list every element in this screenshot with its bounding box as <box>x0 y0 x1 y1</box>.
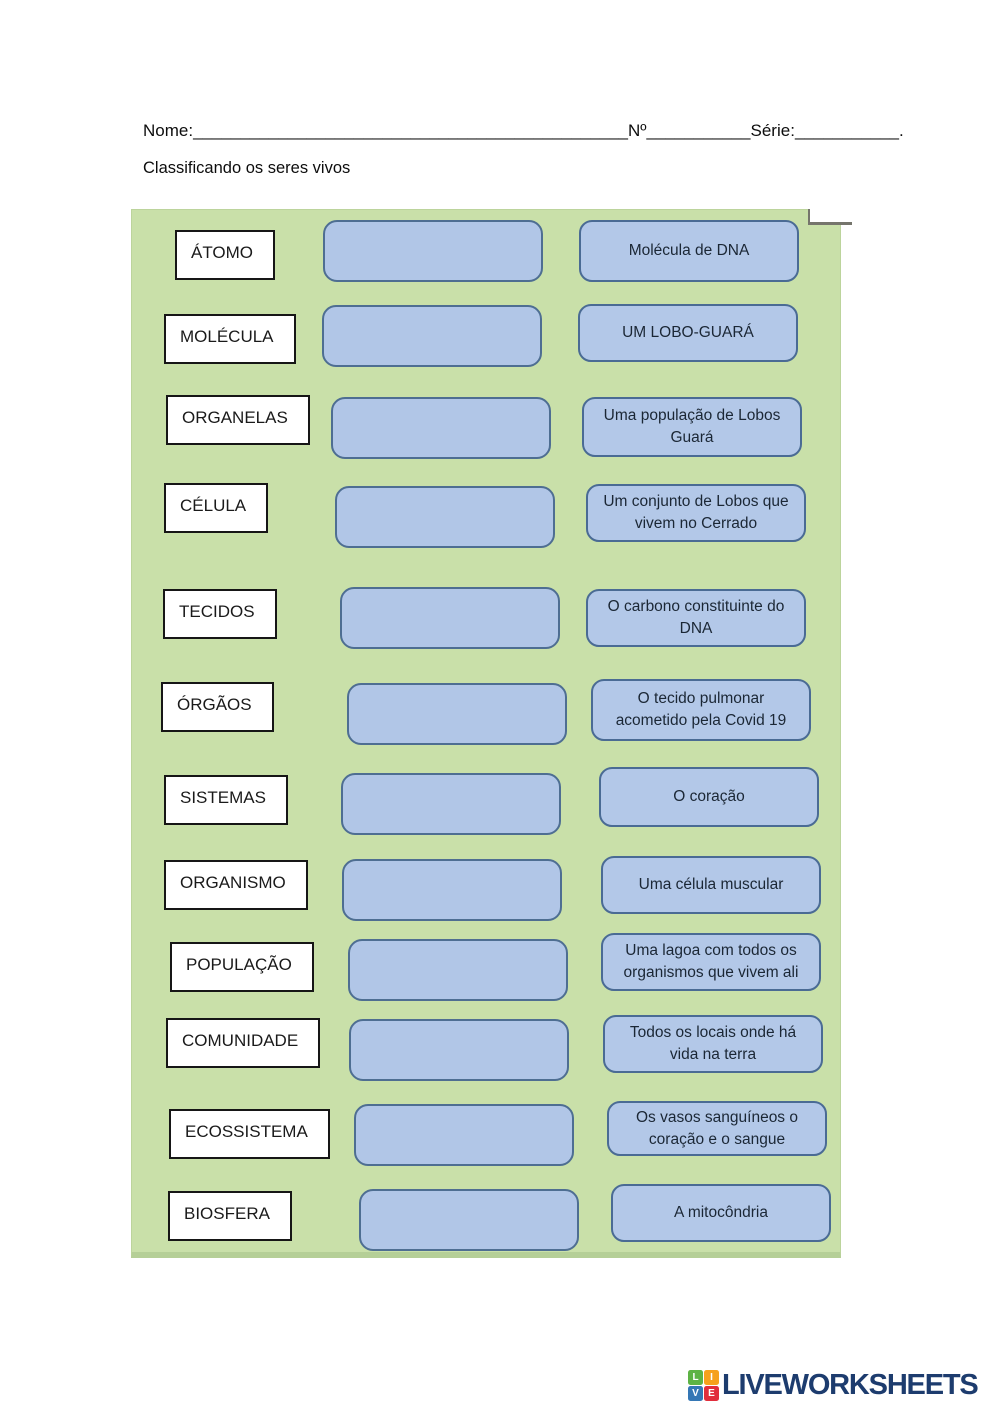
term-box-celula: CÉLULA <box>164 483 269 533</box>
term-label: CÉLULA <box>180 496 247 515</box>
answer-text: O carbono constituinte do DNA <box>607 598 785 637</box>
term-box-tecidos: TECIDOS <box>163 589 277 639</box>
answer-text: Molécula de DNA <box>628 242 750 259</box>
drop-zone[interactable] <box>347 683 567 745</box>
term-label: ECOSSISTEMA <box>185 1122 308 1141</box>
term-label: COMUNIDADE <box>182 1031 299 1050</box>
page-corner-notch <box>808 209 852 225</box>
number-label: Nº <box>628 121 647 140</box>
term-box-comunidade: COMUNIDADE <box>166 1018 321 1068</box>
header-line: Nome:___________________________________… <box>143 121 904 141</box>
logo-tile-e: E <box>704 1386 719 1401</box>
term-label: ÁTOMO <box>191 243 254 262</box>
term-label: ÓRGÃOS <box>177 695 252 714</box>
term-label: BIOSFERA <box>184 1204 270 1223</box>
term-box-molecula: MOLÉCULA <box>164 314 296 364</box>
term-label: MOLÉCULA <box>180 327 274 346</box>
drop-zone[interactable] <box>331 397 551 459</box>
drop-zone[interactable] <box>323 220 543 282</box>
term-label: ORGANELAS <box>182 408 288 427</box>
answer-card[interactable]: Uma população de Lobos Guará <box>582 397 802 457</box>
answer-card[interactable]: Todos os locais onde há vida na terra <box>603 1015 823 1073</box>
name-blank-line: ________________________________________… <box>193 121 628 140</box>
serie-blank-line: ___________ <box>794 121 899 140</box>
answer-text: O coração <box>673 788 745 805</box>
drop-zone[interactable] <box>340 587 560 649</box>
answer-card[interactable]: Um conjunto de Lobos que vivem no Cerrad… <box>586 484 806 542</box>
term-label: POPULAÇÃO <box>186 955 292 974</box>
drop-zone[interactable] <box>348 939 568 1001</box>
term-box-sistemas: SISTEMAS <box>164 775 288 825</box>
answer-text: A mitocôndria <box>674 1204 768 1221</box>
drop-zone[interactable] <box>359 1189 579 1251</box>
number-blank-line: ___________ <box>646 121 751 140</box>
answer-text: Um conjunto de Lobos que vivem no Cerrad… <box>603 493 789 532</box>
drop-zone[interactable] <box>322 305 542 367</box>
logo-tile-v: V <box>688 1386 703 1401</box>
name-label: Nome: <box>143 121 194 140</box>
term-box-organismo: ORGANISMO <box>164 860 308 910</box>
term-box-populacao: POPULAÇÃO <box>170 942 314 992</box>
page-title: Classificando os seres vivos <box>143 159 351 177</box>
period: . <box>898 121 904 140</box>
answer-text: UM LOBO-GUARÁ <box>622 324 754 341</box>
drop-zone[interactable] <box>342 859 562 921</box>
answer-text: O tecido pulmonar acometido pela Covid 1… <box>615 690 787 729</box>
term-box-orgaos: ÓRGÃOS <box>161 682 274 732</box>
drop-zone[interactable] <box>335 486 555 548</box>
answer-card[interactable]: O tecido pulmonar acometido pela Covid 1… <box>591 679 811 741</box>
logo-tile-l: L <box>688 1370 703 1385</box>
drop-zone[interactable] <box>354 1104 574 1166</box>
term-box-atomo: ÁTOMO <box>175 230 276 280</box>
liveworksheets-wordmark: LIVEWORKSHEETS <box>722 1369 979 1401</box>
answer-text: Os vasos sanguíneos o coração e o sangue <box>636 1108 798 1148</box>
liveworksheets-logo[interactable]: L I V E LIVEWORKSHEETS <box>688 1369 979 1401</box>
answer-card[interactable]: O carbono constituinte do DNA <box>586 589 806 647</box>
answer-card[interactable]: Uma lagoa com todos os organismos que vi… <box>601 933 821 991</box>
answer-card[interactable]: Uma célula muscular <box>601 856 821 914</box>
answer-card[interactable]: Os vasos sanguíneos o coração e o sangue <box>607 1101 827 1156</box>
serie-label: Série: <box>750 121 795 140</box>
liveworksheets-icon: L I V E <box>688 1370 719 1401</box>
term-box-biosfera: BIOSFERA <box>168 1191 292 1241</box>
answer-text: Uma população de Lobos Guará <box>603 407 781 446</box>
drop-zone[interactable] <box>341 773 561 835</box>
answer-card[interactable]: Molécula de DNA <box>579 220 799 282</box>
term-label: SISTEMAS <box>180 788 266 807</box>
answer-card[interactable]: O coração <box>599 767 819 827</box>
term-box-ecossistema: ECOSSISTEMA <box>169 1109 330 1159</box>
drop-zone[interactable] <box>349 1019 569 1081</box>
term-label: ORGANISMO <box>180 873 286 892</box>
term-box-organelas: ORGANELAS <box>166 395 310 445</box>
worksheet-panel: ÁTOMO Molécula de DNA MOLÉCULA UM LOBO-G… <box>131 209 852 1258</box>
logo-tile-i: I <box>704 1370 719 1385</box>
term-label: TECIDOS <box>179 602 255 621</box>
answer-text: Todos os locais onde há vida na terra <box>629 1024 797 1063</box>
answer-card[interactable]: UM LOBO-GUARÁ <box>578 304 798 362</box>
answer-text: Uma lagoa com todos os organismos que vi… <box>623 942 799 981</box>
answer-card[interactable]: A mitocôndria <box>611 1184 831 1242</box>
answer-text: Uma célula muscular <box>638 876 784 893</box>
